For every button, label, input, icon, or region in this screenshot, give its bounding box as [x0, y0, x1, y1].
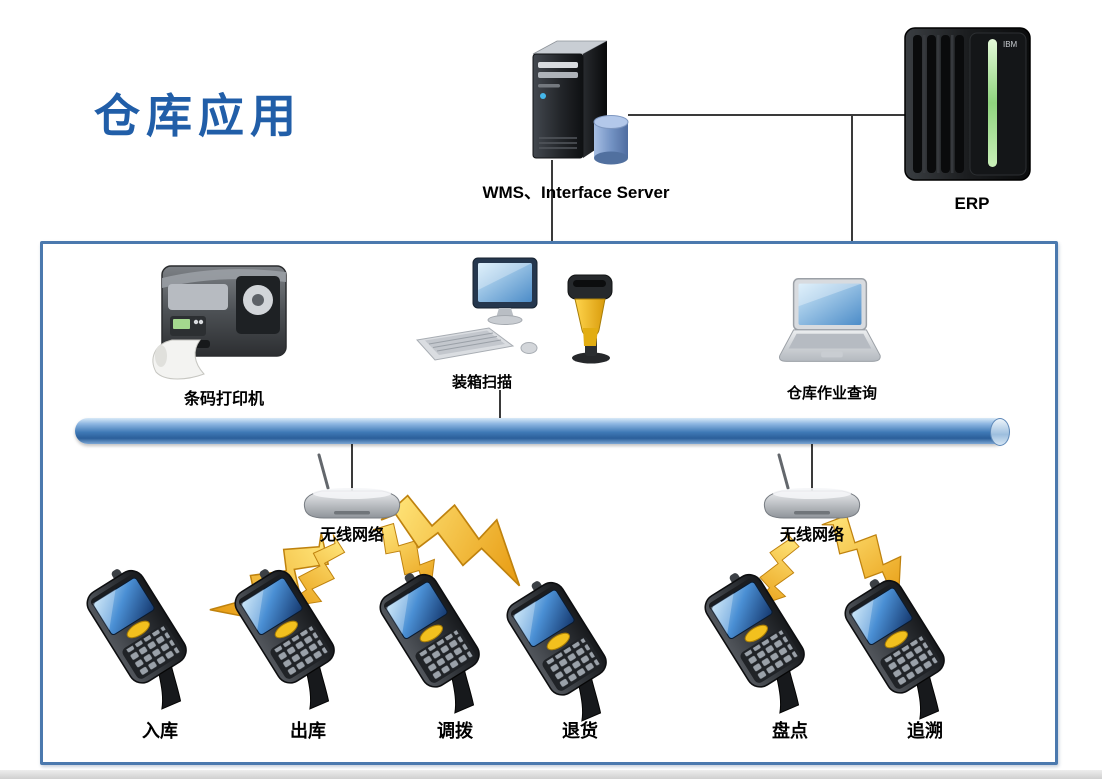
barcode-printer-label: 条码打印机 — [183, 391, 264, 408]
barcode-printer-icon — [152, 265, 287, 380]
handheld-label-returns: 退货 — [562, 721, 598, 741]
wireless-router-icon — [292, 452, 412, 532]
handheld-label-outbound: 出库 — [290, 721, 326, 741]
handheld-terminal-icon — [716, 570, 846, 725]
window-bottom-edge — [0, 770, 1102, 779]
erp-server-icon: IBM — [904, 27, 1031, 181]
packing-scan-label: 装箱扫描 — [451, 374, 512, 391]
barcode-scanner-icon — [567, 274, 613, 364]
laptop-icon — [779, 277, 881, 362]
handheld-terminal-icon — [391, 570, 521, 725]
mouse-icon — [520, 342, 538, 354]
warehouse-job-query-label: 仓库作业查询 — [786, 385, 877, 402]
keyboard-icon — [416, 327, 515, 361]
packing-station-icon — [416, 257, 538, 361]
handheld-terminal-icon — [98, 566, 228, 721]
page-title: 仓库应用 — [94, 89, 302, 143]
wms-server-icon — [532, 40, 629, 165]
wireless-network-label-left: 无线网络 — [319, 527, 384, 544]
erp-server-label: ERP — [954, 194, 990, 213]
handheld-terminal-icon — [518, 578, 648, 733]
handheld-terminal-icon — [856, 576, 986, 731]
handheld-terminal-icon — [246, 566, 376, 721]
handheld-label-stocktake: 盘点 — [772, 721, 808, 741]
desktop-monitor-icon — [472, 257, 538, 325]
handheld-label-inbound: 入库 — [142, 721, 178, 741]
database-cylinder-icon — [593, 115, 629, 165]
wireless-network-label-right: 无线网络 — [779, 527, 844, 544]
network-pipe — [75, 418, 1010, 446]
handheld-label-trace: 追溯 — [907, 721, 943, 741]
erp-brand-text: IBM — [1003, 40, 1018, 49]
wireless-router-icon — [752, 452, 872, 532]
handheld-label-transfer: 调拨 — [437, 721, 473, 741]
wms-server-label: WMS、Interface Server — [482, 183, 670, 202]
